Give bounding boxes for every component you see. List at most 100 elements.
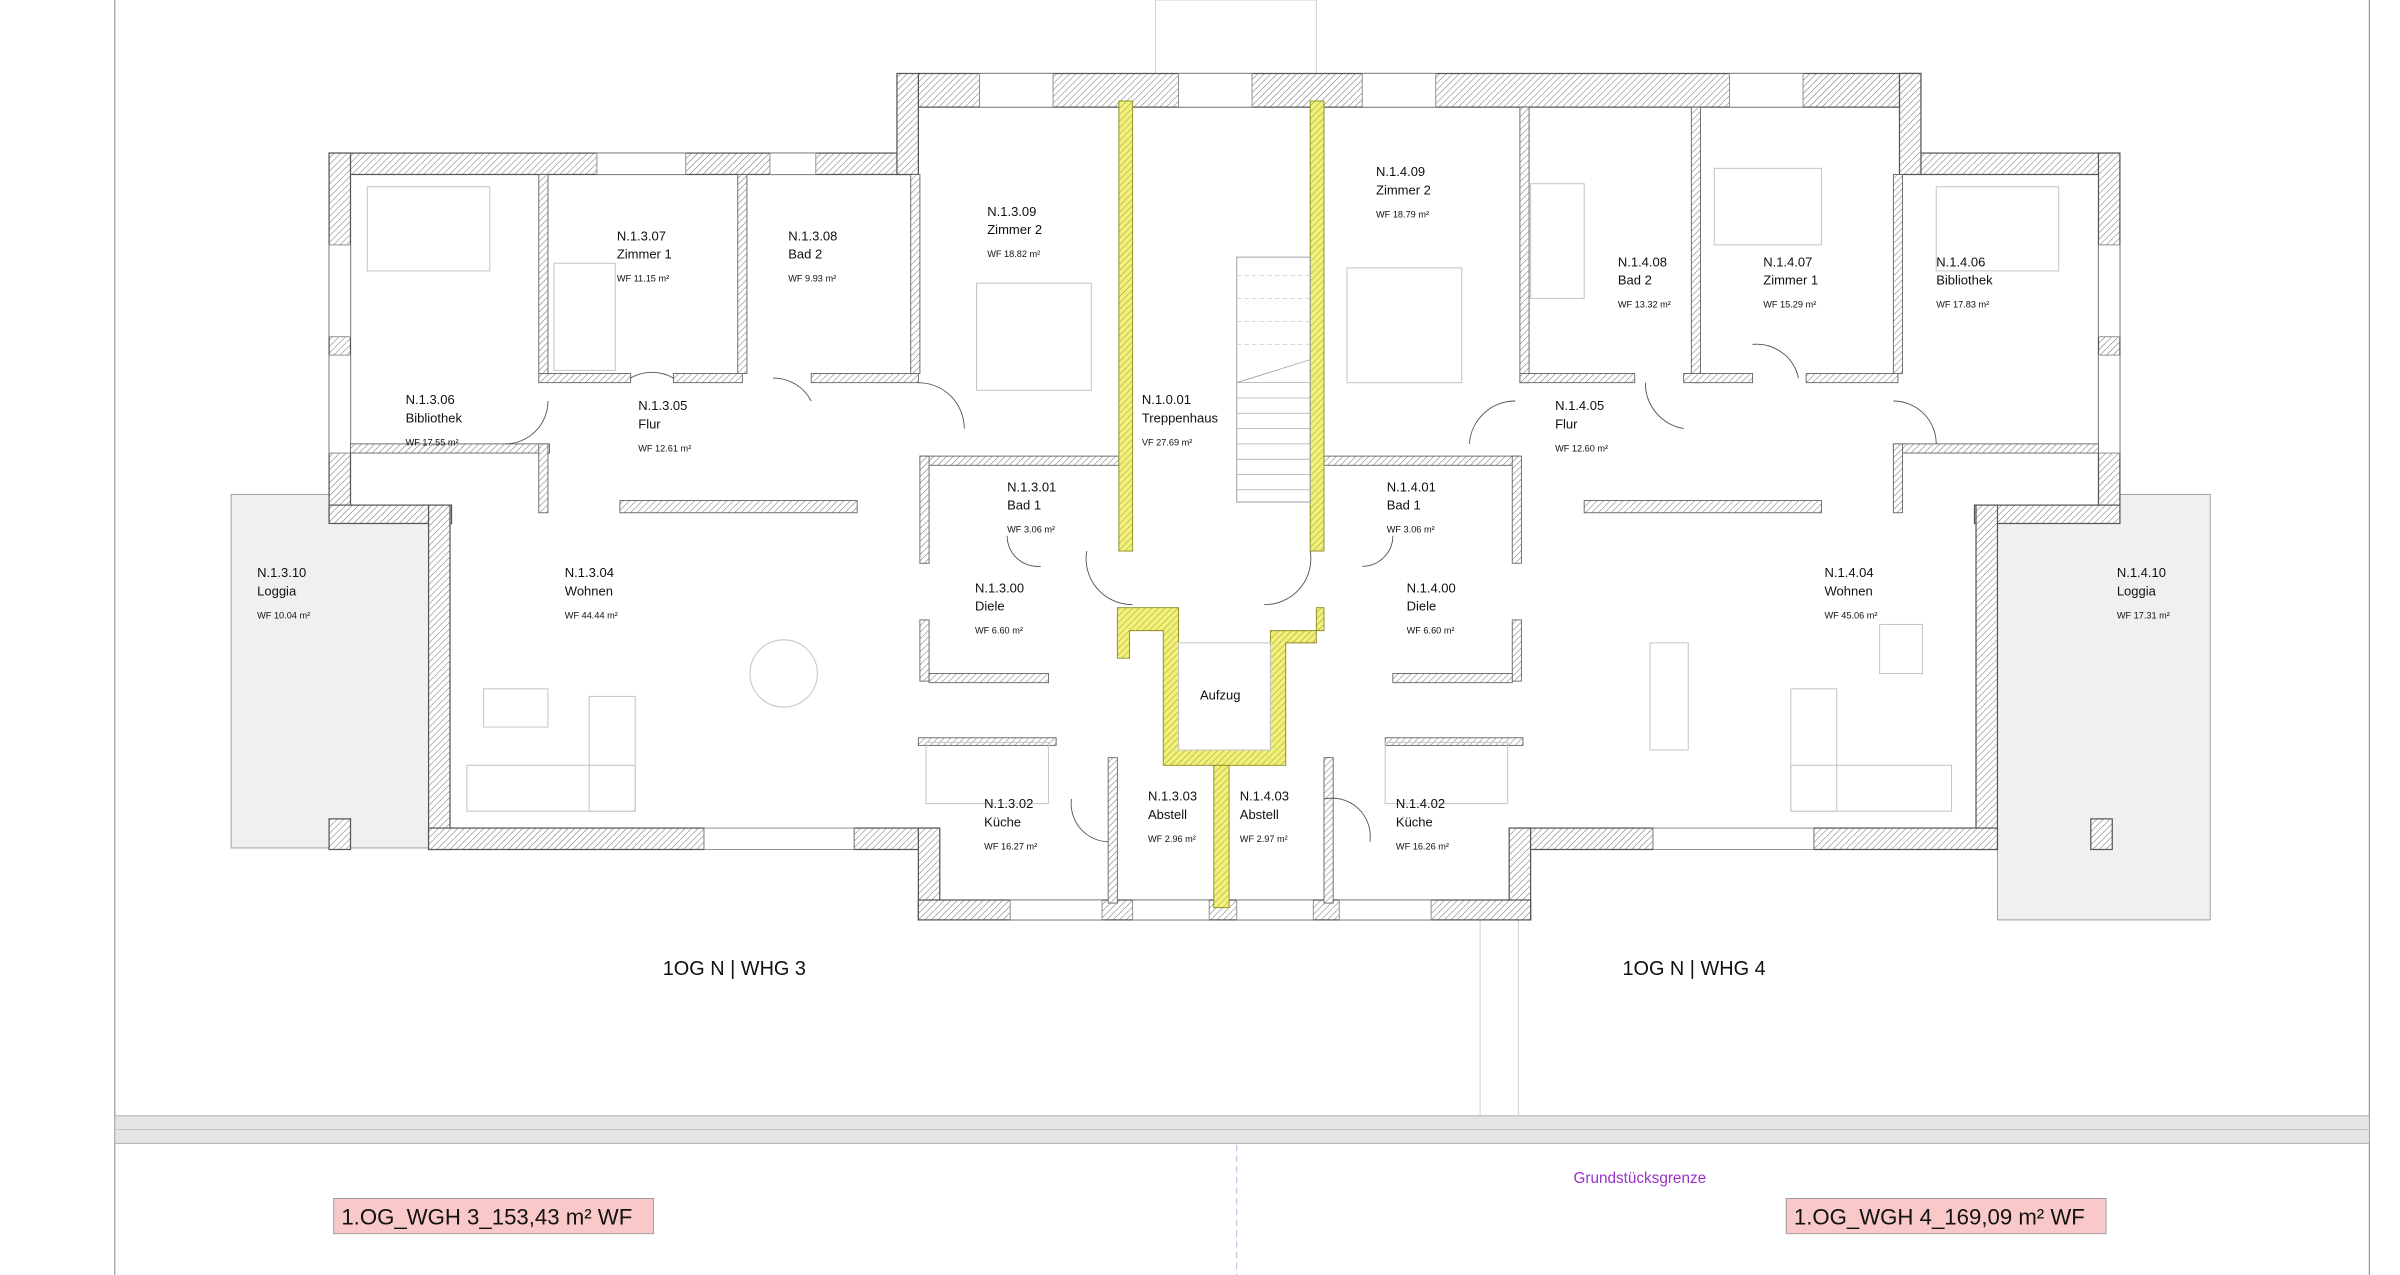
unit-title-whg4: 1OG N | WHG 4 [1622, 958, 1765, 980]
svg-text:Bibliothek: Bibliothek [406, 410, 463, 425]
stair-core-walls [1116, 100, 1325, 909]
staircase [1236, 256, 1311, 503]
svg-text:WF 10.04 m²: WF 10.04 m² [257, 610, 310, 620]
column-right [2090, 818, 2113, 851]
svg-text:Wohnen: Wohnen [565, 583, 613, 598]
svg-text:WF 12.61 m²: WF 12.61 m² [638, 444, 691, 454]
windows [328, 73, 2121, 921]
svg-text:WF 3.06 m²: WF 3.06 m² [1007, 525, 1055, 535]
svg-text:N.1.4.09: N.1.4.09 [1376, 164, 1425, 179]
svg-text:N.1.4.04: N.1.4.04 [1824, 565, 1873, 580]
svg-text:Bad 1: Bad 1 [1387, 498, 1421, 513]
elevator-label: Aufzug [1200, 687, 1240, 702]
svg-text:Zimmer 1: Zimmer 1 [617, 247, 672, 262]
svg-text:N.1.3.05: N.1.3.05 [638, 398, 687, 413]
svg-text:Bad 2: Bad 2 [788, 247, 822, 262]
svg-text:WF 9.93 m²: WF 9.93 m² [788, 274, 836, 284]
svg-text:Bad 2: Bad 2 [1618, 273, 1652, 288]
svg-text:N.1.3.07: N.1.3.07 [617, 228, 666, 243]
svg-text:WF 17.31 m²: WF 17.31 m² [2117, 610, 2170, 620]
building-footprint [329, 73, 2120, 920]
svg-text:N.1.4.00: N.1.4.00 [1407, 580, 1456, 595]
svg-text:WF 45.06 m²: WF 45.06 m² [1824, 610, 1877, 620]
svg-text:N.1.3.02: N.1.3.02 [984, 796, 1033, 811]
svg-text:N.1.4.10: N.1.4.10 [2117, 565, 2166, 580]
furniture [366, 167, 2060, 812]
svg-text:N.1.3.09: N.1.3.09 [987, 204, 1036, 219]
svg-text:WF 6.60 m²: WF 6.60 m² [1407, 626, 1455, 636]
svg-text:Abstell: Abstell [1240, 807, 1279, 822]
svg-text:Diele: Diele [975, 599, 1005, 614]
svg-text:N.1.4.06: N.1.4.06 [1936, 254, 1985, 269]
svg-text:1.OG_WGH 3_153,43 m² WF: 1.OG_WGH 3_153,43 m² WF [341, 1204, 632, 1229]
doors [505, 343, 1937, 843]
svg-text:N.1.3.10: N.1.3.10 [257, 565, 306, 580]
summary-whg4: 1.OG_WGH 4_169,09 m² WF [1785, 1198, 2107, 1235]
column-left [328, 818, 352, 851]
svg-text:N.1.4.02: N.1.4.02 [1396, 796, 1445, 811]
svg-text:Zimmer 2: Zimmer 2 [987, 222, 1042, 237]
svg-text:Küche: Küche [984, 815, 1021, 830]
svg-text:WF 17.55 m²: WF 17.55 m² [406, 437, 459, 447]
svg-text:N.1.4.01: N.1.4.01 [1387, 479, 1436, 494]
svg-text:WF 12.60 m²: WF 12.60 m² [1555, 444, 1608, 454]
svg-text:VF 27.69 m²: VF 27.69 m² [1142, 437, 1192, 447]
svg-text:N.1.3.08: N.1.3.08 [788, 228, 837, 243]
svg-text:WF 16.27 m²: WF 16.27 m² [984, 841, 1037, 851]
svg-text:Küche: Küche [1396, 815, 1433, 830]
svg-text:Bibliothek: Bibliothek [1936, 273, 1993, 288]
svg-text:WF 18.79 m²: WF 18.79 m² [1376, 209, 1429, 219]
site-frame [114, 0, 2370, 1275]
svg-text:Bad 1: Bad 1 [1007, 498, 1041, 513]
svg-text:WF 18.82 m²: WF 18.82 m² [987, 249, 1040, 259]
svg-text:N.1.0.01: N.1.0.01 [1142, 392, 1191, 407]
svg-text:Flur: Flur [1555, 417, 1578, 432]
svg-text:1.OG_WGH 4_169,09 m² WF: 1.OG_WGH 4_169,09 m² WF [1794, 1204, 2085, 1229]
svg-text:N.1.4.08: N.1.4.08 [1618, 254, 1667, 269]
svg-text:WF 44.44 m²: WF 44.44 m² [565, 610, 618, 620]
svg-text:WF 15.29 m²: WF 15.29 m² [1763, 300, 1816, 310]
svg-text:WF 2.97 m²: WF 2.97 m² [1240, 834, 1288, 844]
loggia-right [1996, 493, 2211, 921]
svg-text:N.1.3.03: N.1.3.03 [1148, 789, 1197, 804]
svg-text:WF 16.26 m²: WF 16.26 m² [1396, 841, 1449, 851]
svg-text:WF 3.06 m²: WF 3.06 m² [1387, 525, 1435, 535]
svg-text:Loggia: Loggia [2117, 583, 2157, 598]
svg-text:Diele: Diele [1407, 599, 1437, 614]
svg-text:WF 13.32 m²: WF 13.32 m² [1618, 300, 1671, 310]
svg-text:N.1.4.05: N.1.4.05 [1555, 398, 1604, 413]
svg-text:N.1.3.06: N.1.3.06 [406, 392, 455, 407]
svg-text:WF 11.15 m²: WF 11.15 m² [617, 274, 669, 284]
interior-walls [350, 106, 2099, 904]
svg-text:N.1.4.03: N.1.4.03 [1240, 789, 1289, 804]
svg-text:WF 2.96 m²: WF 2.96 m² [1148, 834, 1196, 844]
svg-text:Treppenhaus: Treppenhaus [1142, 410, 1219, 425]
svg-text:Zimmer 1: Zimmer 1 [1763, 273, 1818, 288]
svg-text:Abstell: Abstell [1148, 807, 1187, 822]
svg-text:WF 6.60 m²: WF 6.60 m² [975, 626, 1023, 636]
unit-title-whg3: 1OG N | WHG 3 [663, 958, 806, 980]
svg-text:N.1.3.04: N.1.3.04 [565, 565, 614, 580]
